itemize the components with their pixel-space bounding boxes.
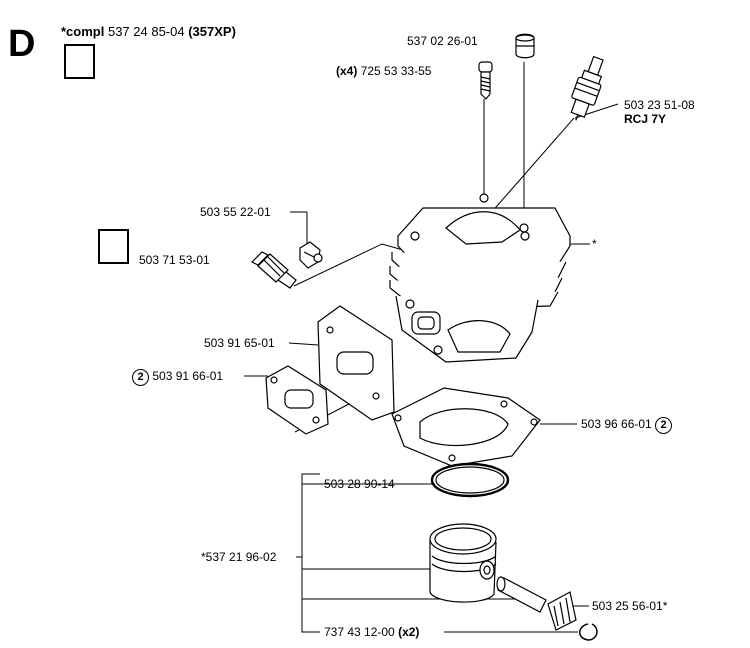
part-label-base-gasket: 503 96 66-01 2 <box>581 417 673 434</box>
cylinder-marker: * <box>592 237 597 251</box>
ref-badge: 2 <box>655 417 673 434</box>
section-letter: D <box>8 23 36 65</box>
decomp-valve <box>250 251 297 289</box>
part-label-piston: *537 21 96-02 <box>201 550 277 564</box>
part-label-circlip: 737 43 12-00 (x2) <box>324 625 420 639</box>
wrench-icon <box>98 229 129 264</box>
decomp-screw <box>299 241 323 269</box>
assembly-prefix: *compl <box>61 24 105 39</box>
part-label-piston-ring: 503 28 90-14 <box>324 477 395 491</box>
part-label-plug-cap: 537 02 26-01 <box>407 34 478 48</box>
assembly-number: 537 24 85-04 <box>107 24 185 39</box>
assembly-label: *compl 537 24 85-04 (357XP) <box>61 25 236 39</box>
cylinder-screw <box>478 61 493 100</box>
intake-plate <box>317 305 395 421</box>
part-label-screw: (x4) 725 53 33-55 <box>336 64 432 78</box>
part-label-intake-gasket: 2 503 91 66-01 <box>132 369 223 386</box>
ref-badge: 2 <box>132 369 149 386</box>
piston-ring <box>430 462 510 498</box>
part-label-decomp-screw: 503 55 22-01 <box>200 205 271 219</box>
wrist-pin <box>496 576 547 613</box>
plug-cap <box>515 33 535 59</box>
cylinder <box>389 193 571 363</box>
wrench-icon <box>64 44 95 79</box>
assembly-model: (357XP) <box>188 24 236 39</box>
part-label-intake-plate: 503 91 65-01 <box>204 336 275 350</box>
spark-plug <box>570 55 604 121</box>
intake-gasket <box>265 365 329 435</box>
piston <box>429 523 497 603</box>
base-gasket <box>391 387 541 467</box>
part-label-wrist-pin: 503 25 56-01* <box>592 599 668 613</box>
circlip <box>579 623 598 641</box>
needle-bearing <box>547 591 577 631</box>
part-label-decomp-valve: 503 71 53-01 <box>139 253 210 267</box>
